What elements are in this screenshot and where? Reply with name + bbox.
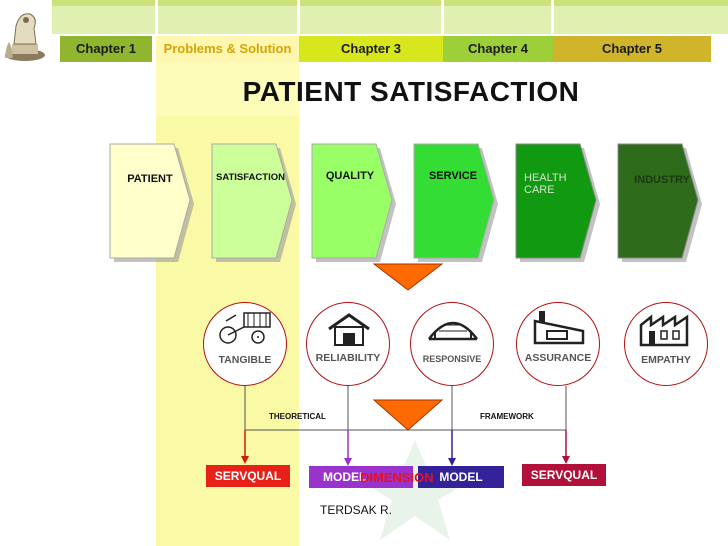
banner-divider <box>297 0 300 34</box>
dimension-label: RELIABILITY <box>315 352 381 364</box>
chevron-health-care: HEALTH CARE <box>514 142 602 266</box>
servqual-box-left: SERVQUAL <box>206 465 290 487</box>
theoretical-label: THEORETICAL <box>269 412 326 421</box>
dimension-label: RESPONSIVE <box>422 354 482 364</box>
page-title: PATIENT SATISFACTION <box>242 76 580 107</box>
tab-chapter-5[interactable]: Chapter 5 <box>553 36 711 62</box>
chevron-label: SATISFACTION <box>216 172 285 183</box>
connector-lines <box>241 386 570 466</box>
sawtooth-factory-icon <box>639 314 689 347</box>
chevron-patient: PATIENT <box>108 142 196 266</box>
tab-chapter-4[interactable]: Chapter 4 <box>443 36 553 62</box>
model-box-left: MODEL <box>309 466 413 488</box>
tab-chapter-3[interactable]: Chapter 3 <box>299 36 443 62</box>
author-name: TERDSAK R. <box>320 503 393 517</box>
chevron-label: QUALITY <box>325 170 375 182</box>
chess-piece-logo-icon <box>0 0 50 62</box>
chevron-label: INDUSTRY <box>634 174 690 186</box>
dimension-responsive: RESPONSIVE <box>410 302 494 386</box>
chevron-quality: QUALITY <box>310 142 398 266</box>
chevron-industry: INDUSTRY <box>616 142 704 266</box>
chevron-satisfaction: SATISFACTION <box>210 142 298 266</box>
banner-divider <box>551 0 554 34</box>
dimension-empathy: EMPATHY <box>624 302 708 386</box>
chevron-label: PATIENT <box>127 173 173 185</box>
dimension-tangible: TANGIBLE <box>203 302 287 386</box>
dimension-label: EMPATHY <box>641 354 691 366</box>
tab-problems-solution[interactable]: Problems & Solution <box>156 36 299 62</box>
banner-divider <box>155 0 158 34</box>
tab-chapter-1[interactable]: Chapter 1 <box>60 36 152 62</box>
framework-label: FRAMEWORK <box>480 412 534 421</box>
dimension-label: TANGIBLE <box>218 354 272 366</box>
cart-icon <box>219 312 271 344</box>
chevron-label: HEALTH CARE <box>524 172 567 196</box>
model-box-right: MODEL <box>418 466 504 488</box>
chevron-service: SERVICE <box>412 142 500 266</box>
banner-divider <box>441 0 444 34</box>
chevron-label: SERVICE <box>428 170 478 182</box>
servqual-box-right: SERVQUAL <box>522 464 606 486</box>
house-icon <box>328 313 370 346</box>
factory-icon <box>533 311 585 345</box>
down-arrow-icon <box>372 263 444 291</box>
hangar-icon <box>428 321 478 341</box>
down-arrow-icon <box>372 399 444 431</box>
star-decoration-icon <box>355 440 475 540</box>
dimension-overlay-text: DIMENSION <box>360 470 434 485</box>
dimension-assurance: ASSURANCE <box>516 302 600 386</box>
top-banner-stripe <box>52 0 728 6</box>
dimension-label: ASSURANCE <box>524 352 592 364</box>
dimension-reliability: RELIABILITY <box>306 302 390 386</box>
